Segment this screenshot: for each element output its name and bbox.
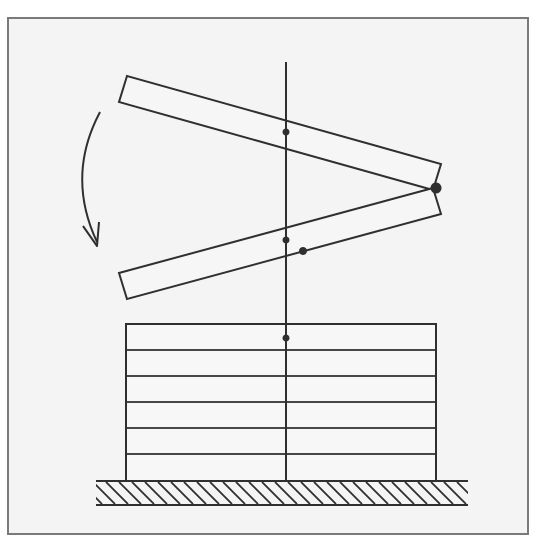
axis-point-stack [282, 334, 290, 342]
rotation-arrow-arc [81, 111, 101, 243]
hatch-line [248, 482, 272, 504]
hatch-line [118, 482, 142, 504]
rotation-arrow-head [82, 221, 100, 247]
hatch-line [144, 482, 168, 504]
hatch-line [365, 482, 389, 504]
lower-bar [117, 186, 443, 301]
hatch-line [235, 482, 259, 504]
hatch-line [456, 482, 468, 495]
hatch-line [157, 482, 181, 504]
hatch-line [170, 482, 194, 504]
hatch-line [352, 482, 376, 504]
hatch-line [430, 482, 454, 504]
hatch-line [443, 482, 467, 504]
axis-point-upper-bar [282, 128, 290, 136]
hatch-line [391, 482, 415, 504]
block-stack [125, 323, 437, 482]
hatch-line [131, 482, 155, 504]
hatch-line [183, 482, 207, 504]
hatch-line [313, 482, 337, 504]
hatch-line [96, 483, 116, 504]
hatch-line [96, 496, 103, 504]
hatch-line [287, 482, 311, 504]
hatch-line [300, 482, 324, 504]
hatch-line [222, 482, 246, 504]
hatch-line [339, 482, 363, 504]
hatch-line [261, 482, 285, 504]
hatch-line [209, 482, 233, 504]
hatch-line [105, 482, 129, 504]
hatch-line [378, 482, 402, 504]
hinge-icon [430, 182, 442, 194]
axis-point-lower-bar [282, 236, 290, 244]
hatch-line [417, 482, 441, 504]
hatch-line [274, 482, 298, 504]
lower-bar-center-point [299, 247, 307, 255]
hatch-line [326, 482, 350, 504]
curved-arrow-icon [81, 111, 101, 247]
hatch-line [196, 482, 220, 504]
ground-hatching [96, 482, 468, 504]
hatch-line [404, 482, 428, 504]
